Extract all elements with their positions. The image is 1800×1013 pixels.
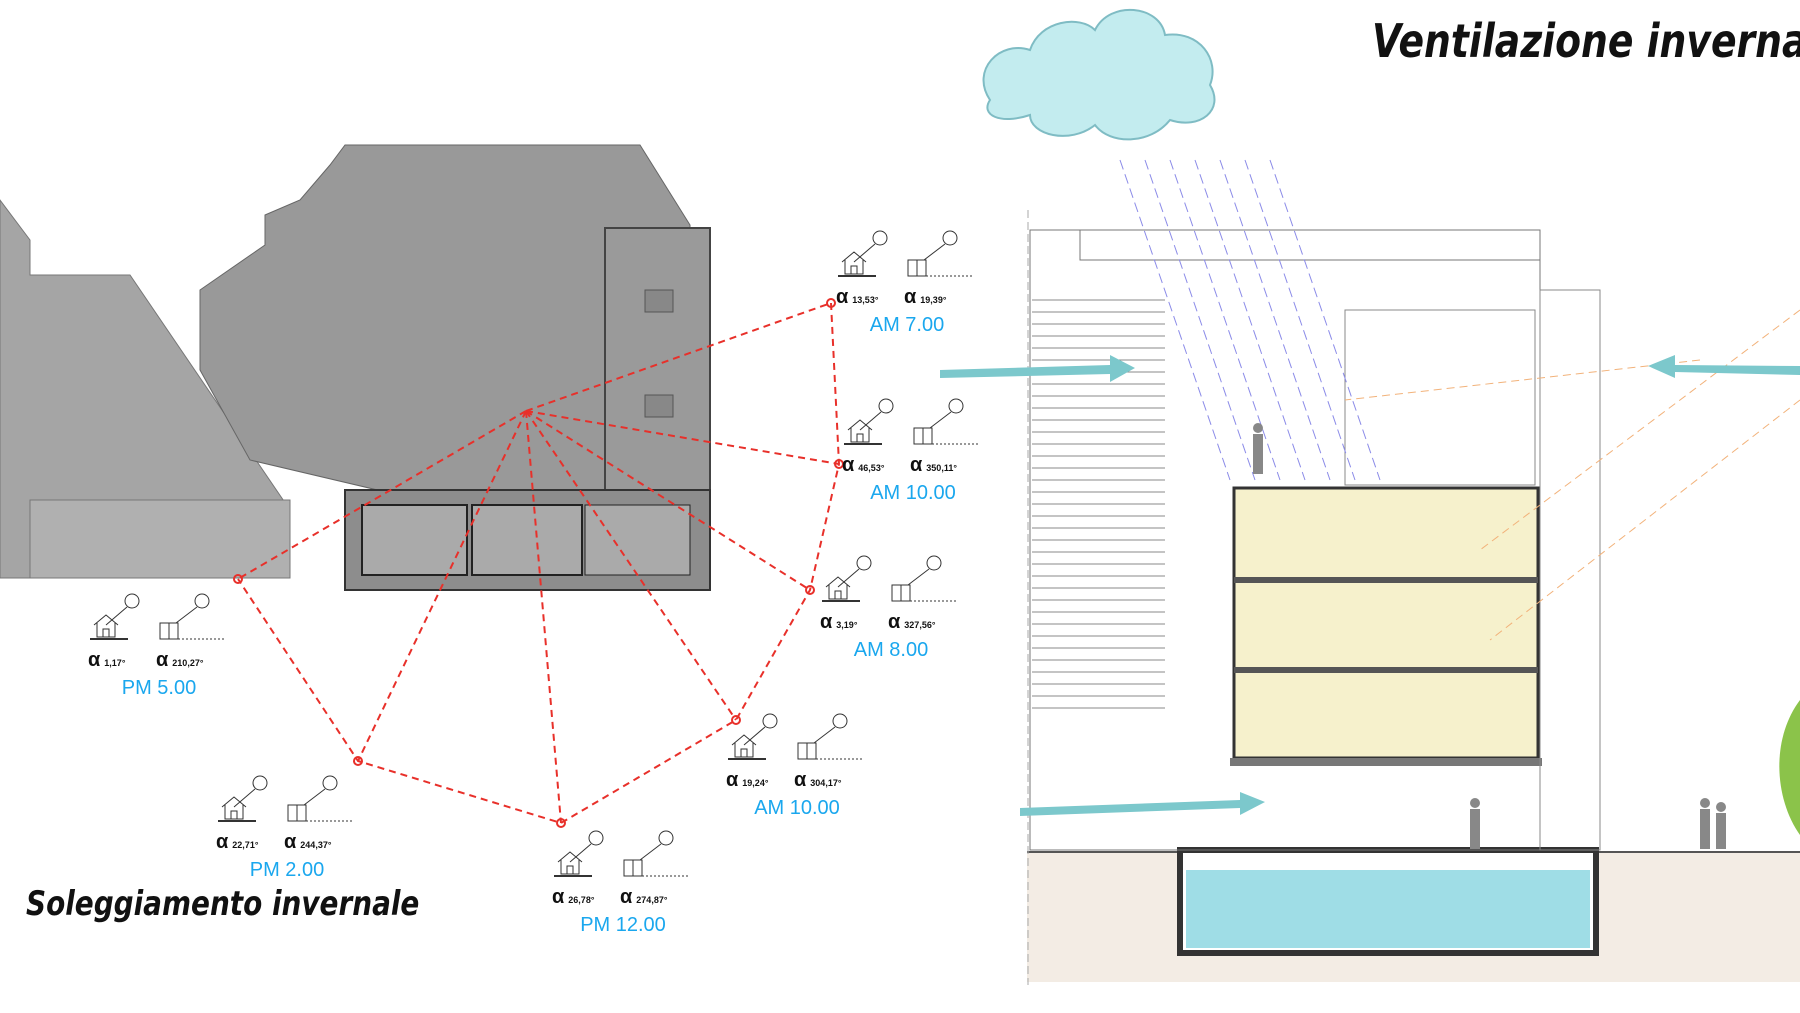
neighbour-building xyxy=(0,199,291,579)
ventilation-title: Ventilazione invernale xyxy=(1372,14,1800,68)
rain-lines xyxy=(1119,159,1381,481)
building-section xyxy=(1027,210,1800,985)
time-label: PM 12.00 xyxy=(580,914,666,936)
time-label: AM 10.00 xyxy=(754,797,840,819)
sun-ray xyxy=(237,410,527,580)
time-label: AM 8.00 xyxy=(853,639,929,661)
sun-ray xyxy=(525,410,840,465)
sun-path xyxy=(233,298,844,828)
sun-ray xyxy=(357,410,527,762)
sun-point xyxy=(353,756,363,766)
cloud-icon xyxy=(982,8,1216,141)
sun-point xyxy=(805,585,815,595)
sun-ray xyxy=(525,410,737,721)
time-label: AM 10.00 xyxy=(870,482,956,504)
sun-point xyxy=(556,818,566,828)
sun-point xyxy=(731,715,741,725)
sun-point xyxy=(233,574,243,584)
wind-arrows xyxy=(940,355,1800,816)
time-label: AM 7.00 xyxy=(869,314,945,336)
sunlight-title: Soleggiamento invernale xyxy=(26,884,420,924)
sun-ray xyxy=(525,302,832,412)
sun-arc xyxy=(237,302,841,825)
time-label: PM 2.00 xyxy=(249,859,325,881)
sun-ray xyxy=(525,410,562,824)
tree-leaf xyxy=(1779,700,1800,835)
people-silhouettes xyxy=(1253,423,1726,849)
sun-ray xyxy=(525,410,811,591)
warm-air-lines xyxy=(1344,309,1800,641)
time-label: PM 5.00 xyxy=(121,677,197,699)
